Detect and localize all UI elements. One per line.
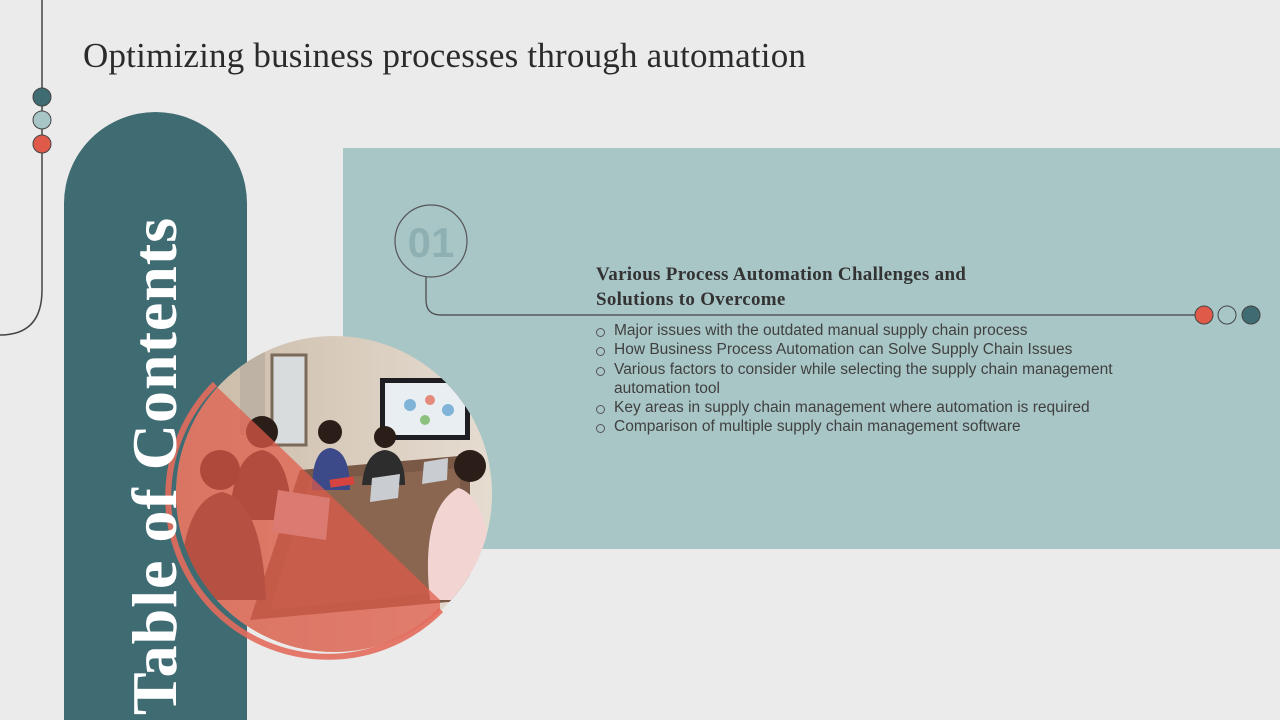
section-heading-line-1: Various Process Automation Challenges an… — [596, 264, 967, 285]
section-heading-line-2: Solutions to Overcome — [596, 289, 786, 310]
content-panel — [343, 148, 1280, 549]
toc-label: Table of Contents — [64, 112, 247, 720]
dot-coral — [32, 134, 52, 154]
dot-light-teal — [32, 110, 52, 130]
dot-dark-teal — [32, 87, 52, 107]
bullet-circle-icon — [596, 405, 605, 415]
bullet-item: Major issues with the outdated manual su… — [596, 321, 1136, 340]
bullet-item: Various factors to consider while select… — [596, 360, 1136, 399]
bullet-circle-icon — [596, 424, 605, 434]
bullet-item: Comparison of multiple supply chain mana… — [596, 417, 1136, 436]
bullet-item: How Business Process Automation can Solv… — [596, 340, 1136, 359]
bullet-circle-icon — [596, 347, 605, 357]
bullet-item: Key areas in supply chain management whe… — [596, 398, 1136, 417]
section-number: 01 — [407, 219, 455, 266]
slide-title: Optimizing business processes through au… — [83, 36, 807, 75]
bullet-circle-icon — [596, 366, 605, 376]
bullet-circle-icon — [596, 328, 605, 337]
toc-label-text: Table of Contents — [119, 216, 191, 716]
bullet-list: Major issues with the outdated manual su… — [596, 321, 1136, 437]
section-heading: Various Process Automation Challenges an… — [596, 262, 1026, 312]
decorative-timeline-line — [0, 0, 52, 336]
